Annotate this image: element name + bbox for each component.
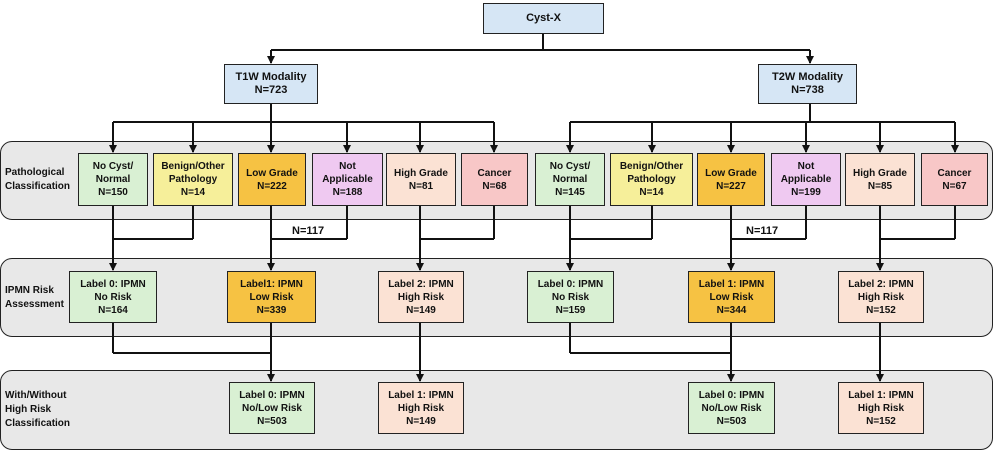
t2w-binary-label1-node: Label 1: IPMN High Risk N=152 xyxy=(838,382,924,434)
t1w-modality-node: T1W Modality N=723 xyxy=(224,64,318,104)
high-risk-band-label: With/Without High Risk Classification xyxy=(5,390,71,429)
high-risk-band xyxy=(0,370,993,450)
t2w-not-applicable-node: Not Applicable N=199 xyxy=(771,153,841,206)
t1w-not-applicable-node: Not Applicable N=188 xyxy=(312,153,383,206)
t2w-risk-label2-node: Label 2: IPMN High Risk N=152 xyxy=(838,271,924,323)
root-node: Cyst-X xyxy=(483,3,604,34)
t2w-no-cyst-node: No Cyst/ Normal N=145 xyxy=(535,153,605,206)
t1w-no-cyst-node: No Cyst/ Normal N=150 xyxy=(78,153,148,206)
t2w-risk-label0-node: Label 0: IPMN No Risk N=159 xyxy=(527,271,614,323)
t2w-high-grade-node: High Grade N=85 xyxy=(845,153,915,206)
t1w-risk-label1-node: Label1: IPMN Low Risk N=339 xyxy=(227,271,316,323)
t1w-binary-label1-node: Label 1: IPMN High Risk N=149 xyxy=(378,382,464,434)
t1w-binary-label0-node: Label 0: IPMN No/Low Risk N=503 xyxy=(229,382,315,434)
t2w-low-grade-node: Low Grade N=227 xyxy=(697,153,765,206)
t2w-merge-count: N=117 xyxy=(746,225,779,237)
pathological-band-label: Pathological Classification xyxy=(5,167,71,192)
t1w-merge-count: N=117 xyxy=(292,225,325,237)
t2w-cancer-node: Cancer N=67 xyxy=(921,153,988,206)
t1w-cancer-node: Cancer N=68 xyxy=(461,153,528,206)
t2w-risk-label1-node: Label 1: IPMN Low Risk N=344 xyxy=(688,271,775,323)
t1w-risk-label0-node: Label 0: IPMN No Risk N=164 xyxy=(69,271,157,323)
ipmn-risk-band-label: IPMN Risk Assessment xyxy=(5,285,64,310)
t2w-binary-label0-node: Label 0: IPMN No/Low Risk N=503 xyxy=(688,382,775,434)
t2w-modality-node: T2W Modality N=738 xyxy=(758,64,857,104)
t1w-high-grade-node: High Grade N=81 xyxy=(386,153,456,206)
t2w-benign-node: Benign/Other Pathology N=14 xyxy=(610,153,693,206)
t1w-low-grade-node: Low Grade N=222 xyxy=(238,153,306,206)
t1w-risk-label2-node: Label 2: IPMN High Risk N=149 xyxy=(378,271,464,323)
ipmn-risk-band xyxy=(0,258,993,337)
t1w-benign-node: Benign/Other Pathology N=14 xyxy=(153,153,233,206)
